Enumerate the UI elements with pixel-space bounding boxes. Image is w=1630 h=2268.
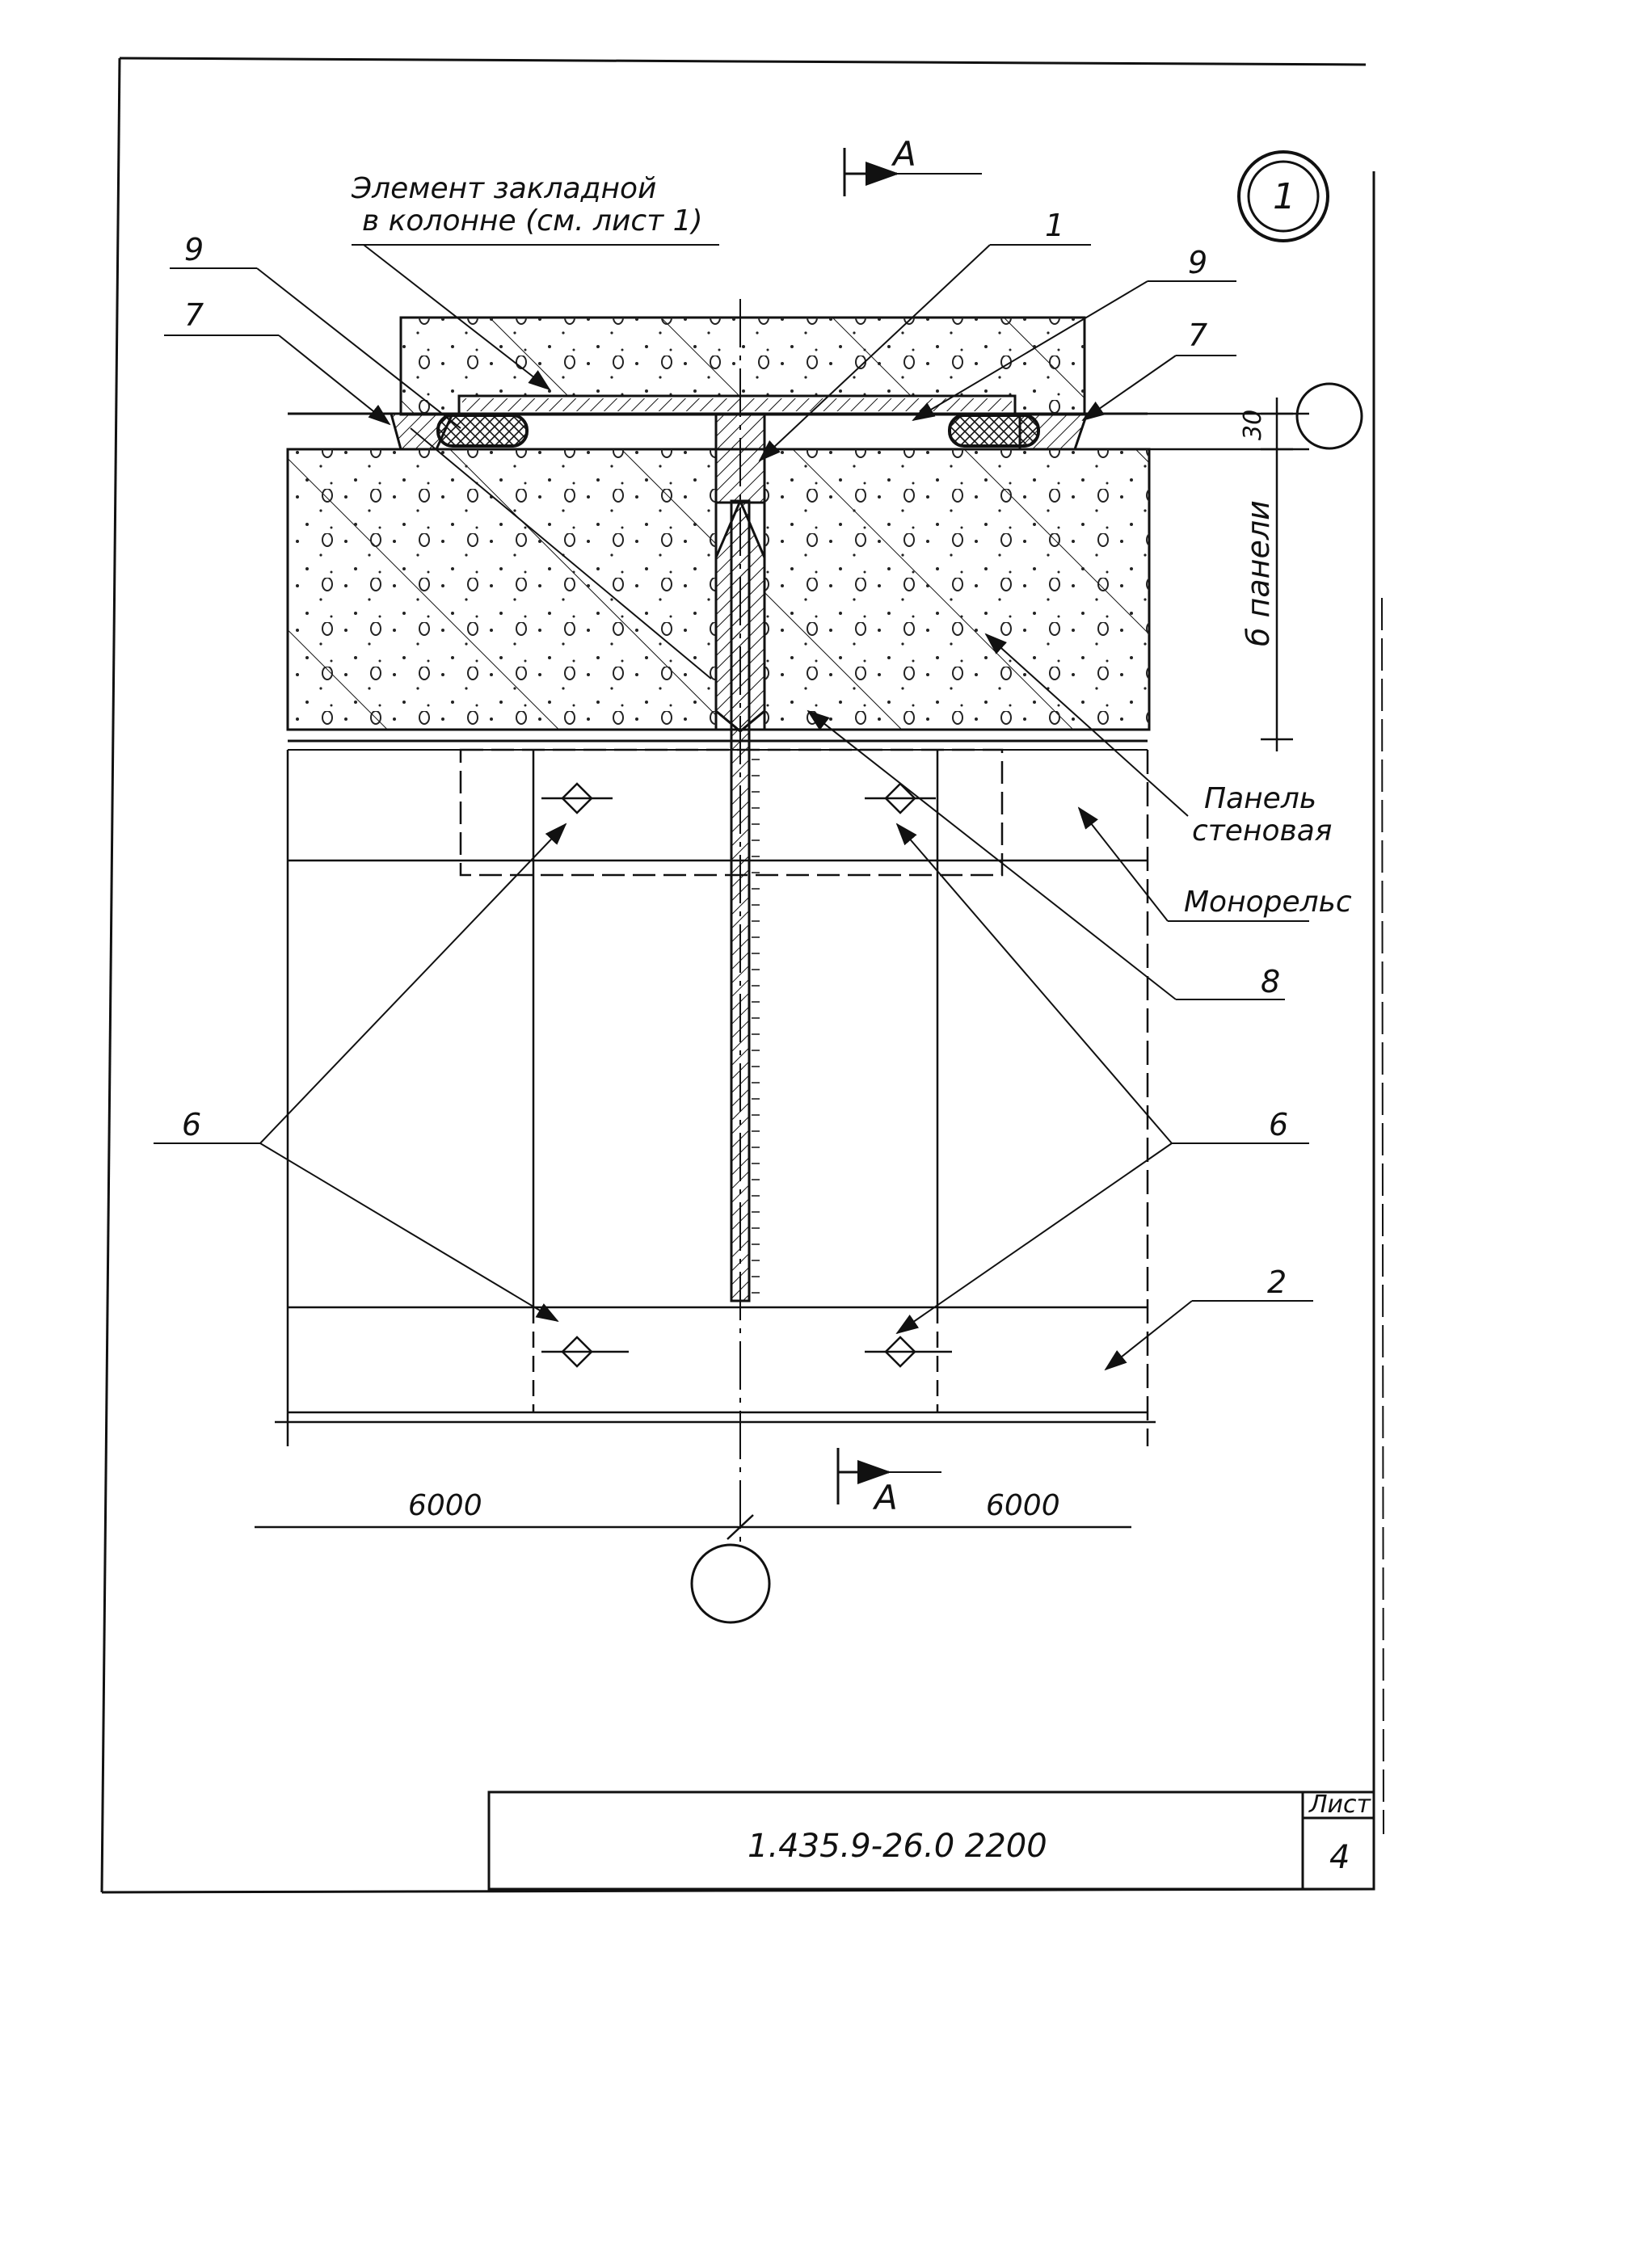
axis-bubble-right	[1295, 382, 1363, 450]
callout-9-left: 9	[184, 232, 204, 267]
callout-9-right: 9	[1188, 245, 1207, 280]
callout-8: 8	[1261, 964, 1280, 999]
dim-gap: 30	[1239, 410, 1267, 440]
monorail-structure	[275, 748, 1156, 1446]
callout-embedded-element-line1: Элемент закладной	[351, 172, 656, 205]
section-marker-top	[843, 148, 982, 196]
sheet-frame	[100, 57, 1384, 1894]
callout-panel-line1: Панель	[1204, 782, 1316, 815]
callout-7-left: 7	[184, 297, 204, 333]
leader-lines	[154, 244, 1313, 1371]
callout-monorail: Монорельс	[1184, 886, 1352, 919]
sheet-label: Лист	[1308, 1790, 1372, 1819]
axis-bubble-bottom	[690, 1543, 771, 1624]
dim-panel-thickness: б панели	[1240, 500, 1276, 646]
wall-panel-right	[763, 448, 1151, 731]
gasket-right	[948, 414, 1040, 448]
section-marker-bottom	[836, 1448, 941, 1504]
dimension-lines	[255, 398, 1309, 1540]
gasket-left	[436, 414, 529, 448]
callout-7-right: 7	[1188, 318, 1207, 353]
detail-circle-outer	[1237, 150, 1329, 242]
callout-1: 1	[1045, 208, 1064, 243]
callout-embedded-element-line2: в колонне (см. лист 1)	[362, 204, 703, 238]
callout-6-right: 6	[1269, 1107, 1288, 1142]
title-block	[487, 1790, 1375, 1891]
callout-6-left: 6	[182, 1107, 201, 1142]
sheet-number: 4	[1329, 1839, 1350, 1876]
dim-span-right: 6000	[986, 1489, 1060, 1522]
callout-2: 2	[1267, 1264, 1287, 1300]
wall-panel-left	[286, 448, 718, 731]
detail-circle-inner	[1247, 160, 1320, 233]
bolt-marks	[541, 782, 952, 1368]
detail-number: 1	[1273, 176, 1295, 217]
section-letter-bottom: А	[872, 1478, 898, 1517]
document-code: 1.435.9-26.0 2200	[748, 1828, 1047, 1865]
section-letter-top: А	[891, 134, 916, 174]
column-block	[399, 316, 1086, 416]
callout-panel-line2: стеновая	[1192, 814, 1332, 848]
dim-span-left: 6000	[408, 1489, 482, 1522]
